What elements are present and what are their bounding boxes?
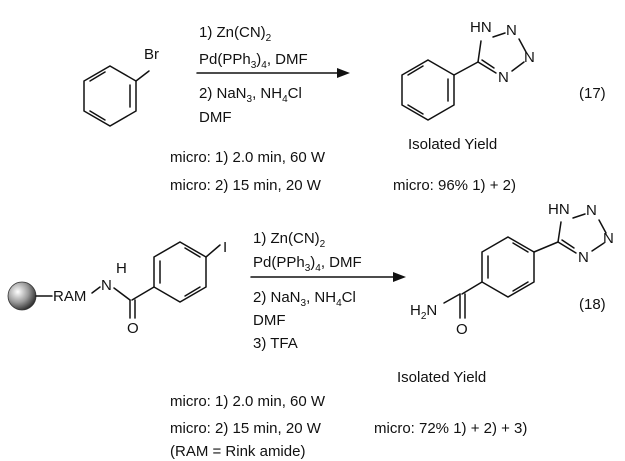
resin-bound-iodobenzamide-structure: RAM N H O I <box>7 239 227 337</box>
amide-nh2-label: H2N <box>410 302 437 322</box>
amide-h-label: H <box>116 260 127 277</box>
r18-tetrazole-nh: HN <box>548 201 570 218</box>
r17-reagent-pd: Pd(PPh3)4, DMF <box>199 51 308 71</box>
r18-condition-1: micro: 1) 2.0 min, 60 W <box>170 393 326 410</box>
r17-condition-1: micro: 1) 2.0 min, 60 W <box>170 149 326 166</box>
reaction-17: Br 1) Zn(CN)2 Pd(PPh3)4, DMF 2) NaN3, NH… <box>83 19 606 194</box>
tetrazolyl-benzamide-structure: H2N O HN N N N <box>410 201 614 338</box>
product-carbonyl-o-label: O <box>456 321 468 338</box>
r17-tetrazole-nh: HN <box>470 19 492 36</box>
r18-reagent-tfa: 3) TFA <box>253 335 298 352</box>
r17-condition-2: micro: 2) 15 min, 20 W <box>170 177 322 194</box>
r18-yield-value: micro: 72% 1) + 2) + 3) <box>374 420 527 437</box>
r18-equation-number: (18) <box>579 296 606 313</box>
r18-reagent-nan3: 2) NaN3, NH4Cl <box>253 289 356 309</box>
r18-yield-title: Isolated Yield <box>397 369 486 386</box>
r18-reagent-pd: Pd(PPh3)4, DMF <box>253 254 362 274</box>
r17-tetrazole-n4: N <box>498 69 509 86</box>
r17-yield-title: Isolated Yield <box>408 136 497 153</box>
iodine-label: I <box>223 239 227 256</box>
bromobenzene-structure: Br <box>83 46 159 127</box>
r17-reaction-arrow <box>196 68 350 78</box>
r18-reagent-zn-cn: 1) Zn(CN)2 <box>253 230 326 250</box>
r18-tetrazole-n4: N <box>578 249 589 266</box>
resin-bead-icon <box>7 281 37 311</box>
r17-reagent-dmf: DMF <box>199 109 232 126</box>
carbonyl-o-label: O <box>127 320 139 337</box>
amide-n-label: N <box>101 277 112 294</box>
r17-reagent-zn-cn: 1) Zn(CN)2 <box>199 24 272 44</box>
r18-condition-2: micro: 2) 15 min, 20 W <box>170 420 322 437</box>
r17-tetrazole-n2: N <box>506 22 517 39</box>
r17-tetrazole-n3: N <box>524 49 535 66</box>
r18-condition-note: (RAM = Rink amide) <box>170 443 305 460</box>
r17-yield-value: micro: 96% 1) + 2) <box>393 177 516 194</box>
r18-reagent-dmf: DMF <box>253 312 286 329</box>
r17-reagent-nan3: 2) NaN3, NH4Cl <box>199 85 302 105</box>
ram-label: RAM <box>53 288 86 305</box>
r18-reaction-arrow <box>250 272 406 282</box>
r18-tetrazole-n3: N <box>603 230 614 247</box>
r17-equation-number: (17) <box>579 85 606 102</box>
r18-tetrazole-n2: N <box>586 202 597 219</box>
phenyltetrazole-structure: HN N N N <box>401 19 535 121</box>
reaction-18: RAM N H O I 1) Zn(CN)2 Pd(PPh3)4, DMF 2)… <box>7 201 614 460</box>
bromine-label: Br <box>144 46 159 63</box>
